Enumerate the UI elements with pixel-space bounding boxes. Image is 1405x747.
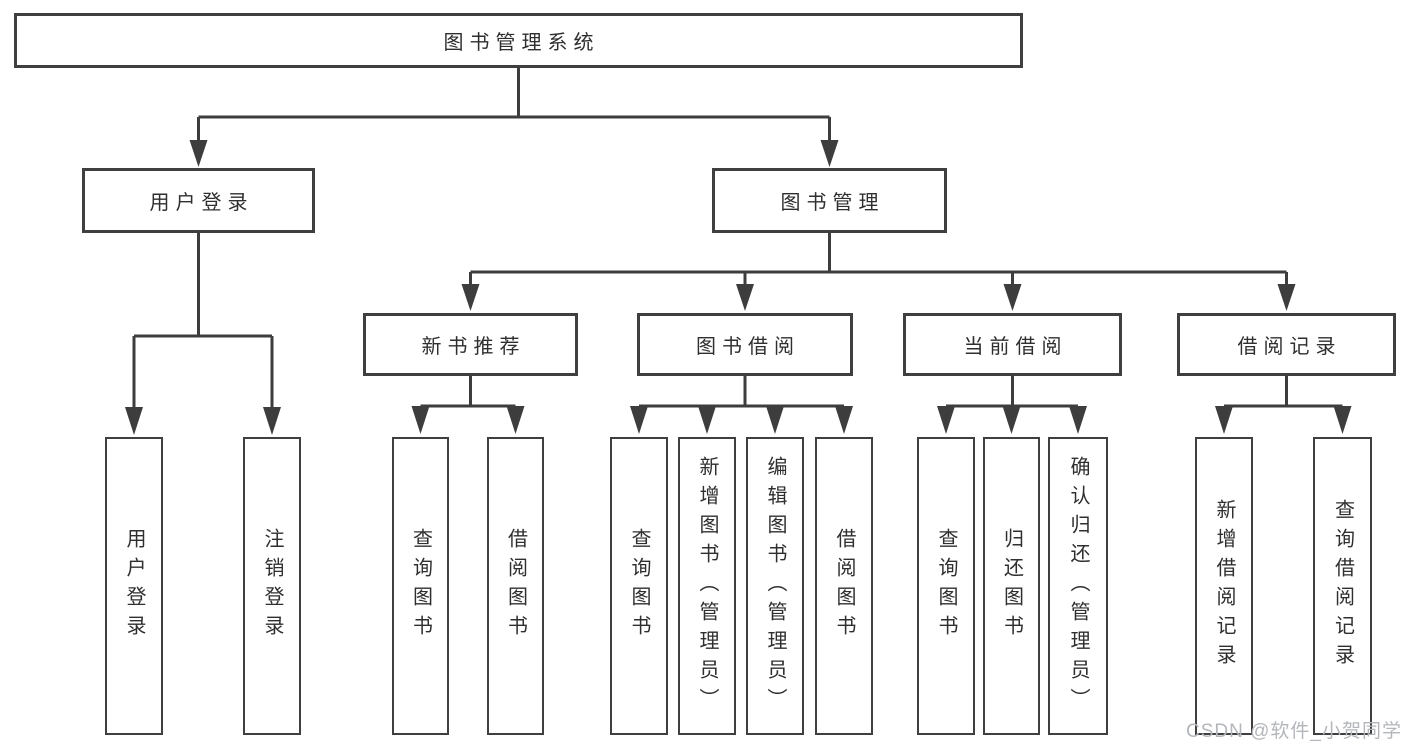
leaf-edit-book-admin: 编辑图书（管理员） xyxy=(746,437,804,735)
arrowhead-borrow-add xyxy=(698,406,716,434)
leaf-add-book-admin-label: 新增图书（管理员） xyxy=(696,455,718,717)
node-borrow-records-label: 借阅记录 xyxy=(1237,336,1342,358)
leaf-confirm-return-admin-label: 确认归还（管理员） xyxy=(1067,455,1089,717)
arrowhead-logout-leaf xyxy=(263,407,281,435)
leaf-confirm-return-admin: 确认归还（管理员） xyxy=(1048,437,1108,735)
arrowhead-current xyxy=(1003,284,1022,311)
leaf-borrow-query-books-label: 查询图书 xyxy=(628,528,650,644)
node-root-label: 图书管理系统 xyxy=(443,32,600,54)
node-book-borrow-label: 图书借阅 xyxy=(696,336,800,358)
arrowhead-records xyxy=(1277,284,1296,311)
node-current-borrow-label: 当前借阅 xyxy=(963,336,1068,358)
leaf-query-borrow-record-label: 查询借阅记录 xyxy=(1331,499,1354,673)
node-book-management-label: 图书管理 xyxy=(780,192,885,214)
leaf-add-borrow-record-label: 新增借阅记录 xyxy=(1213,499,1235,673)
leaf-user-login: 用户登录 xyxy=(105,437,163,735)
node-user-login-label: 用户登录 xyxy=(149,192,254,214)
node-book-management: 图书管理 xyxy=(712,168,947,233)
leaf-return-book: 归还图书 xyxy=(983,437,1040,735)
leaf-current-query-books-label: 查询图书 xyxy=(935,528,957,644)
arrowhead-book-mgmt xyxy=(820,140,839,167)
arrowhead-borrow-borrow xyxy=(835,406,853,434)
leaf-newbooks-query-books: 查询图书 xyxy=(392,437,449,735)
leaf-newbooks-query-books-label: 查询图书 xyxy=(409,528,432,644)
leaf-return-book-label: 归还图书 xyxy=(1000,528,1023,644)
leaf-add-book-admin: 新增图书（管理员） xyxy=(678,437,736,735)
watermark: CSDN @软件_小贺同学 xyxy=(1186,721,1402,742)
arrowhead-user-login xyxy=(189,140,208,167)
arrowhead-newbooks-borrow xyxy=(506,406,525,434)
arrowhead-current-query xyxy=(937,406,955,434)
node-root: 图书管理系统 xyxy=(14,13,1023,68)
leaf-logout: 注销登录 xyxy=(243,437,301,735)
node-borrow-records: 借阅记录 xyxy=(1177,313,1396,376)
leaf-newbooks-borrow-books: 借阅图书 xyxy=(487,437,544,735)
arrowhead-current-confirm xyxy=(1069,406,1087,434)
leaf-logout-label: 注销登录 xyxy=(261,528,283,644)
leaf-current-query-books: 查询图书 xyxy=(917,437,975,735)
arrowhead-borrow-edit xyxy=(766,406,784,434)
node-book-borrow: 图书借阅 xyxy=(637,313,853,376)
node-user-login: 用户登录 xyxy=(82,168,315,233)
leaf-borrow-query-books: 查询图书 xyxy=(610,437,668,735)
leaf-edit-book-admin-label: 编辑图书（管理员） xyxy=(764,455,786,717)
arrowhead-current-return xyxy=(1002,406,1021,434)
arrowhead-borrow xyxy=(736,284,754,311)
leaf-user-login-label: 用户登录 xyxy=(123,528,145,644)
leaf-add-borrow-record: 新增借阅记录 xyxy=(1195,437,1253,735)
leaf-borrow-borrow-books-label: 借阅图书 xyxy=(833,528,855,644)
arrowhead-newbooks xyxy=(461,284,480,311)
node-new-book-recommend-label: 新书推荐 xyxy=(421,336,526,358)
node-current-borrow: 当前借阅 xyxy=(903,313,1122,376)
node-new-book-recommend: 新书推荐 xyxy=(363,313,578,376)
arrowhead-records-add xyxy=(1215,406,1233,434)
arrowhead-records-query xyxy=(1333,406,1352,434)
arrowhead-login-leaf xyxy=(125,407,143,435)
leaf-borrow-borrow-books: 借阅图书 xyxy=(815,437,873,735)
arrowhead-borrow-query xyxy=(630,406,648,434)
leaf-newbooks-borrow-books-label: 借阅图书 xyxy=(504,528,527,644)
leaf-query-borrow-record: 查询借阅记录 xyxy=(1313,437,1372,735)
arrowhead-newbooks-query xyxy=(411,406,430,434)
